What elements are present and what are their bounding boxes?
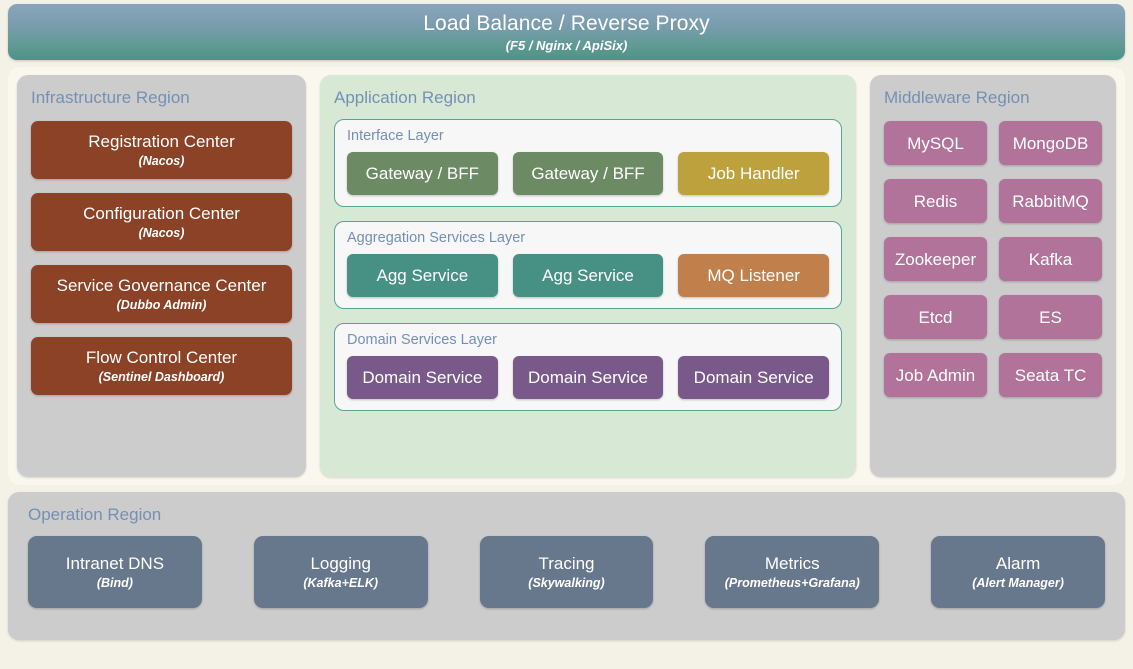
application-region: Application Region Interface Layer Gatew…: [320, 75, 856, 477]
infrastructure-box-registration-center[interactable]: Registration Center (Nacos): [31, 121, 292, 179]
box-title: Domain Service: [362, 368, 483, 387]
operation-box-logging[interactable]: Logging (Kafka+ELK): [253, 536, 428, 608]
box-title: Gateway / BFF: [365, 164, 480, 183]
box-title: Alarm: [995, 554, 1041, 573]
box-subtitle: (Alert Manager): [972, 576, 1064, 590]
box-subtitle: (Prometheus+Grafana): [724, 576, 860, 590]
box-title: Agg Service: [542, 266, 634, 285]
middleware-box-grid: MySQL MongoDB Redis RabbitMQ Zookeeper K…: [884, 121, 1102, 397]
box-subtitle: (Dubbo Admin): [116, 298, 207, 312]
interface-layer: Interface Layer Gateway / BFF Gateway / …: [334, 119, 842, 207]
operation-box-alarm[interactable]: Alarm (Alert Manager): [931, 536, 1105, 608]
middleware-box-job-admin[interactable]: Job Admin: [884, 353, 987, 397]
aggregation-services-layer-title: Aggregation Services Layer: [347, 230, 526, 246]
middleware-region-title: Middleware Region: [884, 88, 1030, 107]
box-title: Job Admin: [895, 365, 976, 385]
service-box-domain-service-1[interactable]: Domain Service: [347, 356, 498, 399]
box-title: MongoDB: [1012, 133, 1089, 153]
domain-services-layer-title: Domain Services Layer: [347, 332, 497, 348]
service-box-gateway-bff-2[interactable]: Gateway / BFF: [512, 152, 664, 195]
box-title: Metrics: [764, 554, 820, 573]
interface-layer-row: Gateway / BFF Gateway / BFF Job Handler: [347, 152, 830, 195]
load-balancer-title: Load Balance / Reverse Proxy: [423, 11, 710, 35]
box-title: Etcd: [918, 307, 953, 327]
middleware-box-zookeeper[interactable]: Zookeeper: [884, 237, 987, 281]
middleware-box-es[interactable]: ES: [999, 295, 1102, 339]
service-box-domain-service-3[interactable]: Domain Service: [678, 356, 830, 399]
box-title: Tracing: [538, 554, 595, 573]
operation-box-metrics[interactable]: Metrics (Prometheus+Grafana): [705, 536, 880, 608]
middleware-region: Middleware Region MySQL MongoDB Redis Ra…: [870, 75, 1116, 477]
box-subtitle: (Nacos): [138, 226, 185, 240]
middleware-box-rabbitmq[interactable]: RabbitMQ: [999, 179, 1102, 223]
operation-region: Operation Region Intranet DNS (Bind) Log…: [8, 492, 1125, 640]
middleware-box-redis[interactable]: Redis: [884, 179, 987, 223]
box-subtitle: (Sentinel Dashboard): [98, 370, 225, 384]
box-title: Agg Service: [376, 266, 469, 285]
middleware-box-etcd[interactable]: Etcd: [884, 295, 987, 339]
service-box-mq-listener[interactable]: MQ Listener: [678, 254, 830, 297]
box-title: Service Governance Center: [56, 276, 267, 295]
box-title: Domain Service: [528, 368, 648, 387]
box-title: MySQL: [907, 133, 964, 153]
domain-services-layer-row: Domain Service Domain Service Domain Ser…: [347, 356, 830, 399]
interface-layer-title: Interface Layer: [347, 128, 444, 144]
box-title: Job Handler: [707, 164, 800, 183]
operation-box-intranet-dns[interactable]: Intranet DNS (Bind): [28, 536, 202, 608]
box-title: Logging: [310, 554, 371, 573]
box-title: Redis: [913, 191, 958, 211]
infrastructure-region: Infrastructure Region Registration Cente…: [17, 75, 306, 477]
domain-services-layer: Domain Services Layer Domain Service Dom…: [334, 323, 842, 411]
load-balancer-banner: Load Balance / Reverse Proxy (F5 / Nginx…: [8, 4, 1125, 60]
middleware-box-mysql[interactable]: MySQL: [884, 121, 987, 165]
service-box-job-handler[interactable]: Job Handler: [678, 152, 830, 195]
box-title: Seata TC: [1014, 365, 1087, 385]
infrastructure-box-service-governance-center[interactable]: Service Governance Center (Dubbo Admin): [31, 265, 292, 323]
operation-box-tracing[interactable]: Tracing (Skywalking): [479, 536, 654, 608]
box-title: ES: [1039, 307, 1062, 327]
service-box-domain-service-2[interactable]: Domain Service: [512, 356, 664, 399]
middleware-box-mongodb[interactable]: MongoDB: [999, 121, 1102, 165]
box-title: Zookeeper: [894, 249, 977, 269]
middleware-box-seata-tc[interactable]: Seata TC: [999, 353, 1102, 397]
box-subtitle: (Bind): [96, 576, 133, 590]
box-subtitle: (Kafka+ELK): [303, 576, 379, 590]
box-subtitle: (Skywalking): [528, 576, 605, 590]
load-balancer-subtitle: (F5 / Nginx / ApiSix): [505, 37, 628, 53]
box-title: Configuration Center: [83, 204, 240, 223]
box-title: Domain Service: [693, 368, 814, 387]
box-title: Intranet DNS: [65, 554, 165, 573]
service-box-gateway-bff-1[interactable]: Gateway / BFF: [347, 152, 498, 195]
middleware-box-kafka[interactable]: Kafka: [999, 237, 1102, 281]
service-box-agg-service-2[interactable]: Agg Service: [512, 254, 664, 297]
application-region-title: Application Region: [334, 88, 476, 107]
aggregation-services-layer: Aggregation Services Layer Agg Service A…: [334, 221, 842, 309]
box-title: MQ Listener: [707, 266, 800, 285]
box-subtitle: (Nacos): [138, 154, 185, 168]
box-title: Kafka: [1028, 249, 1073, 269]
infrastructure-box-configuration-center[interactable]: Configuration Center (Nacos): [31, 193, 292, 251]
service-box-agg-service-1[interactable]: Agg Service: [347, 254, 498, 297]
box-title: Gateway / BFF: [531, 164, 645, 183]
infrastructure-box-list: Registration Center (Nacos) Configuratio…: [31, 121, 292, 395]
aggregation-services-layer-row: Agg Service Agg Service MQ Listener: [347, 254, 830, 297]
middle-regions-container: Infrastructure Region Registration Cente…: [8, 67, 1125, 485]
infrastructure-box-flow-control-center[interactable]: Flow Control Center (Sentinel Dashboard): [31, 337, 292, 395]
box-title: Flow Control Center: [85, 348, 238, 367]
operation-box-row: Intranet DNS (Bind) Logging (Kafka+ELK) …: [28, 536, 1105, 608]
box-title: RabbitMQ: [1012, 191, 1089, 211]
infrastructure-region-title: Infrastructure Region: [31, 88, 190, 107]
box-title: Registration Center: [88, 132, 235, 151]
operation-region-title: Operation Region: [28, 505, 162, 524]
